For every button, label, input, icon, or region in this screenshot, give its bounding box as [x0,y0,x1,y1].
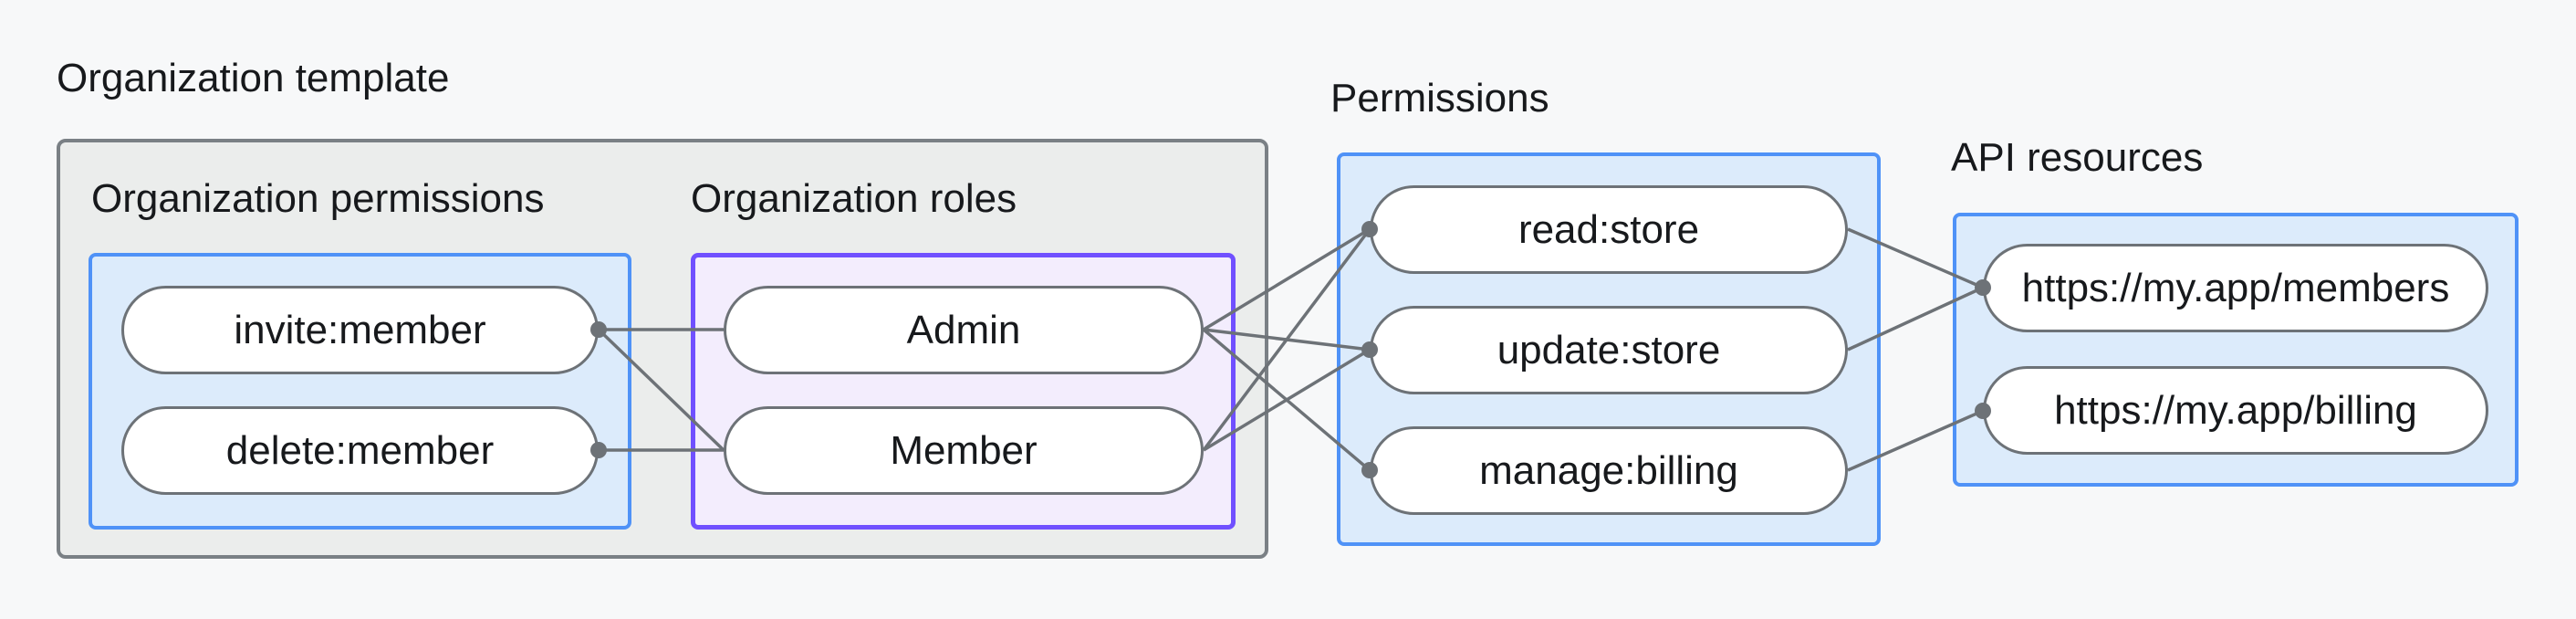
organization-roles-label: Organization roles [691,176,1017,221]
edge-update-store-to-members-resource [1847,286,1984,351]
organization-permissions-label: Organization permissions [91,176,545,221]
pill-admin-role: Admin [724,286,1204,374]
pill-invite-member: invite:member [121,286,599,374]
pill-members-resource: https://my.app/members [1983,244,2488,332]
organization-template-title: Organization template [57,56,450,100]
pill-delete-member: delete:member [121,406,599,495]
pill-manage-billing: manage:billing [1370,426,1848,515]
edge-member-to-read-store [1202,227,1371,452]
permissions-title: Permissions [1330,76,1549,121]
edge-manage-billing-to-billing-resource [1847,409,1984,472]
edge-invite-member-to-member [597,328,725,452]
pill-member-role: Member [724,406,1204,495]
api-resources-title: API resources [1951,135,2204,180]
pill-billing-resource: https://my.app/billing [1983,366,2488,455]
edge-admin-to-read-store [1203,227,1371,331]
edge-read-store-to-members-resource [1847,227,1984,289]
pill-read-store: read:store [1370,185,1848,274]
edge-member-to-update-store [1203,348,1371,452]
pill-update-store: update:store [1370,306,1848,394]
